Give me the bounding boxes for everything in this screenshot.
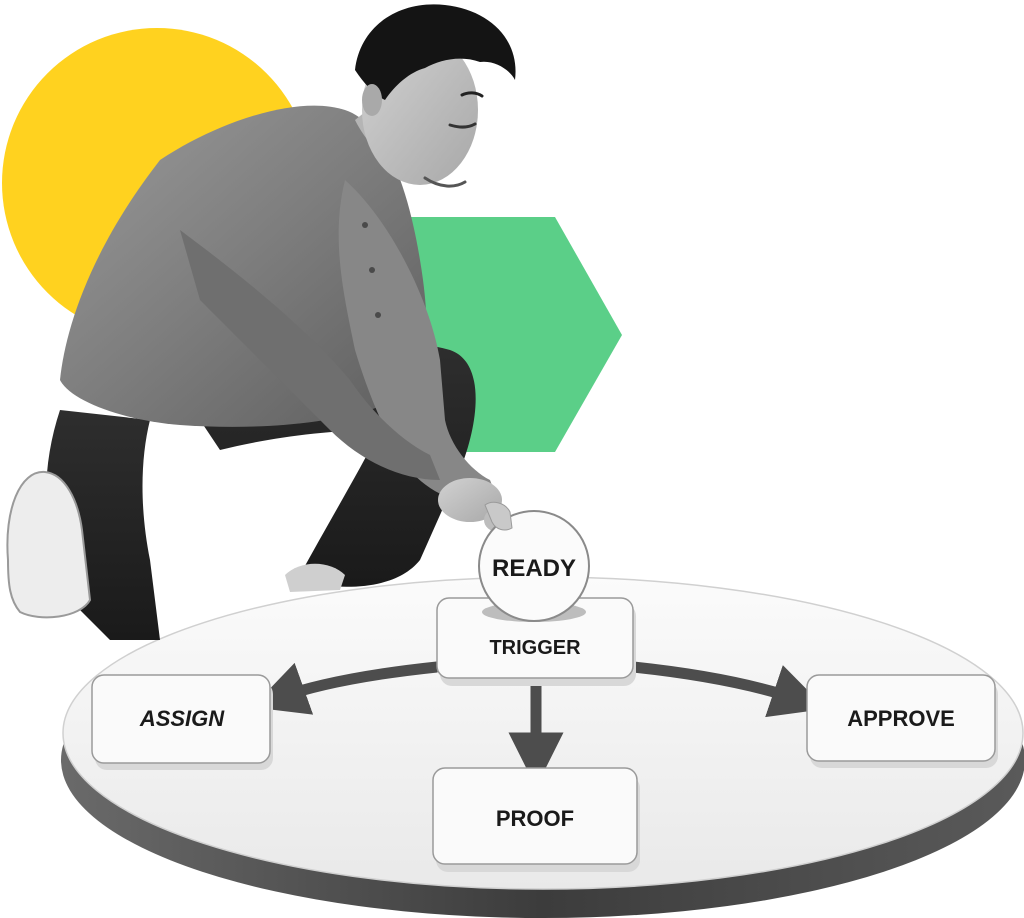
trigger-label: TRIGGER [489,637,581,659]
hair [355,4,516,100]
assign-card: ASSIGN [91,674,273,770]
sneaker-icon [6,470,92,619]
flow-arrows [252,661,827,788]
assign-label: ASSIGN [139,706,225,731]
proof-label: PROOF [496,806,574,831]
trigger-card: TRIGGER [436,597,636,686]
person-kneeling-icon [6,4,516,640]
ready-label: READY [492,555,576,582]
arrow-to-approve [632,661,827,718]
arrow-to-assign [252,661,438,715]
proof-card: PROOF [432,767,640,872]
ready-token: READY [478,510,590,622]
approve-label: APPROVE [847,706,955,731]
fingers [484,501,513,531]
approve-card: APPROVE [806,674,998,768]
